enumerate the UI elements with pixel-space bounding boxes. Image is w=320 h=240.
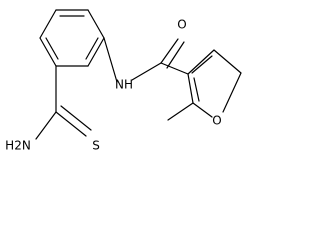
furan-bond-c4-c5 (213, 49, 242, 74)
aryl-nh-bond (103, 37, 118, 83)
methyl-bond (167, 102, 194, 121)
furan-bond-c2-c3 (187, 73, 194, 104)
benzene-double-bond-inner-2 (85, 37, 99, 60)
furan-double-bond-inner-2 (193, 77, 200, 102)
furan-bond-c5-o (222, 72, 242, 113)
nh-label: NH (115, 78, 133, 92)
furan-bond-c3-c4 (187, 49, 215, 75)
carbonyl-double-bond-1 (160, 38, 179, 64)
furan-ring (187, 49, 242, 118)
carbonyl-double-bond-2 (166, 41, 185, 69)
benzene-bond-2 (87, 9, 105, 39)
nh-carbonyl-bond (131, 62, 162, 81)
carbonyl-oxygen-label: O (177, 18, 186, 32)
benzene-double-bond-inner-3 (45, 37, 59, 60)
sulfur-label: S (92, 139, 100, 153)
nh2-label: H2N (5, 139, 31, 153)
thioamide-nh2-bond (35, 111, 57, 140)
benzene-ring (39, 9, 105, 67)
benzene-bond-3 (87, 37, 105, 67)
benzene-bond-5 (39, 37, 57, 67)
benzene-bond-6 (39, 9, 57, 39)
furan-bond-o-c2 (192, 102, 213, 118)
carbonyl-furan-bond (160, 62, 189, 75)
thioamide-double-bond-1 (55, 111, 87, 137)
furan-double-bond-inner-1 (191, 55, 213, 74)
furan-oxygen-label: O (212, 114, 221, 128)
thioamide-double-bond-2 (60, 105, 92, 131)
molecule-diagram: NH O O H2N S (5, 9, 242, 153)
